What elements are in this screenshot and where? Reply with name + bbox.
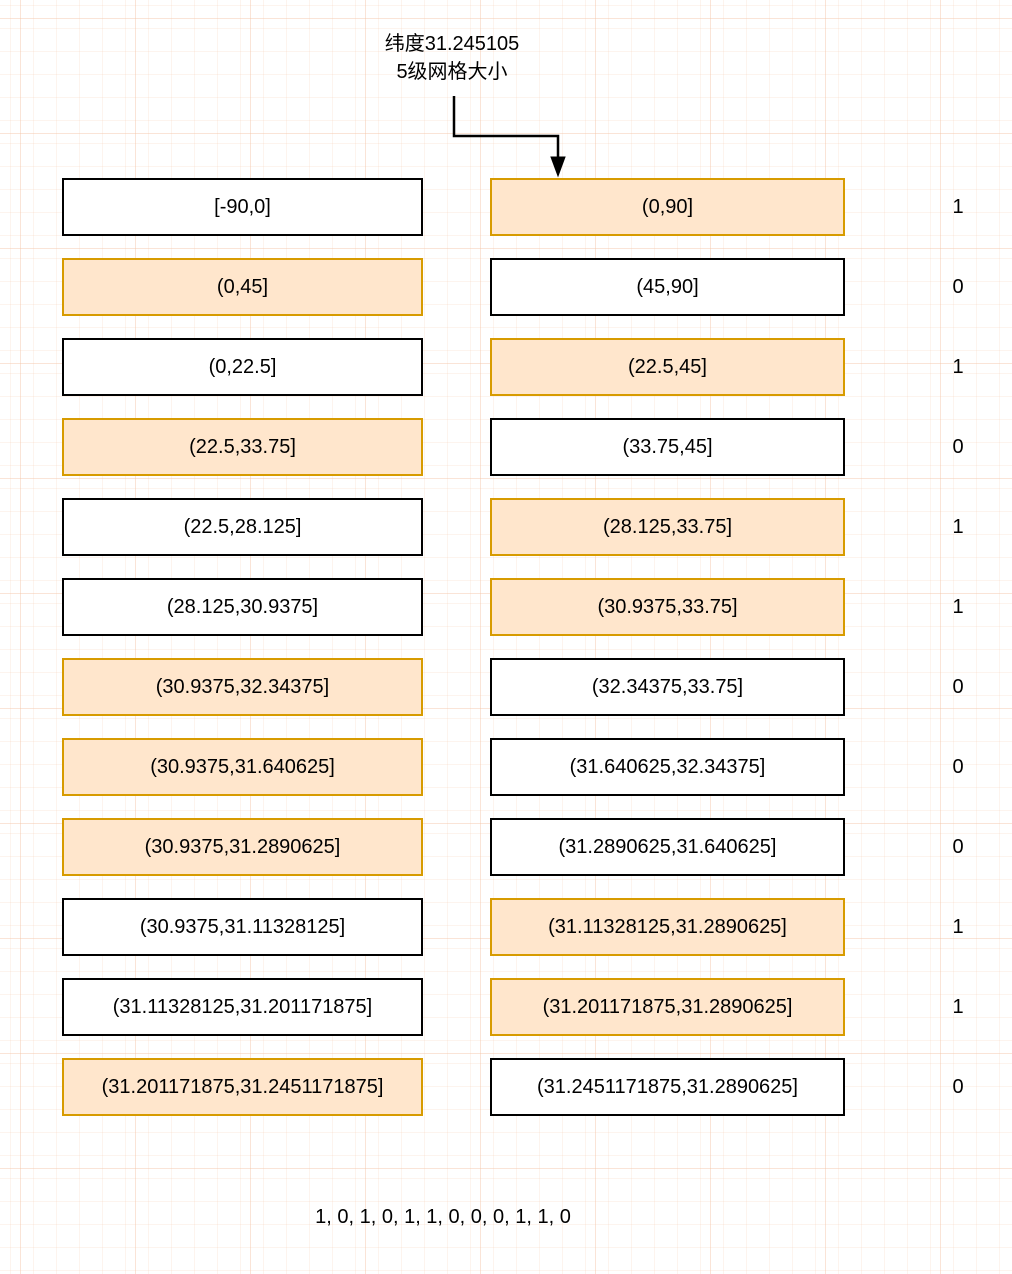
interval-box-right: (33.75,45] xyxy=(490,418,845,476)
interval-box-left: (30.9375,31.2890625] xyxy=(62,818,423,876)
bit-label: 1 xyxy=(952,195,964,218)
interval-rows: [-90,0] (0,90] 1 (0,45] (45,90] 0 (0,22.… xyxy=(0,178,1012,1138)
interval-row: (28.125,30.9375] (30.9375,33.75] 1 xyxy=(0,578,1012,636)
interval-box-right: (28.125,33.75] xyxy=(490,498,845,556)
bit-label: 1 xyxy=(952,355,964,378)
interval-row: (30.9375,31.2890625] (31.2890625,31.6406… xyxy=(0,818,1012,876)
interval-box-left: [-90,0] xyxy=(62,178,423,236)
interval-row: (30.9375,31.640625] (31.640625,32.34375]… xyxy=(0,738,1012,796)
interval-box-left: (30.9375,31.640625] xyxy=(62,738,423,796)
interval-box-left: (31.11328125,31.201171875] xyxy=(62,978,423,1036)
bit-label: 0 xyxy=(952,435,964,458)
interval-row: (30.9375,31.11328125] (31.11328125,31.28… xyxy=(0,898,1012,956)
interval-box-left: (0,22.5] xyxy=(62,338,423,396)
interval-box-left: (31.201171875,31.2451171875] xyxy=(62,1058,423,1116)
interval-box-right: (31.201171875,31.2890625] xyxy=(490,978,845,1036)
interval-box-right: (31.640625,32.34375] xyxy=(490,738,845,796)
arrowhead-icon xyxy=(550,156,566,178)
bit-label: 1 xyxy=(952,915,964,938)
bit-label: 0 xyxy=(952,1075,964,1098)
interval-box-left: (22.5,28.125] xyxy=(62,498,423,556)
interval-row: [-90,0] (0,90] 1 xyxy=(0,178,1012,236)
bit-label: 0 xyxy=(952,835,964,858)
interval-box-left: (0,45] xyxy=(62,258,423,316)
interval-box-right: (30.9375,33.75] xyxy=(490,578,845,636)
interval-row: (31.11328125,31.201171875] (31.201171875… xyxy=(0,978,1012,1036)
annotation-line-gridlevel: 5级网格大小 xyxy=(396,61,508,83)
interval-box-right: (31.2890625,31.640625] xyxy=(490,818,845,876)
interval-row: (22.5,33.75] (33.75,45] 0 xyxy=(0,418,1012,476)
bit-label: 1 xyxy=(952,995,964,1018)
interval-row: (30.9375,32.34375] (32.34375,33.75] 0 xyxy=(0,658,1012,716)
interval-box-right: (32.34375,33.75] xyxy=(490,658,845,716)
interval-box-left: (30.9375,31.11328125] xyxy=(62,898,423,956)
interval-box-left: (28.125,30.9375] xyxy=(62,578,423,636)
interval-box-right: (31.11328125,31.2890625] xyxy=(490,898,845,956)
interval-box-left: (30.9375,32.34375] xyxy=(62,658,423,716)
bit-label: 0 xyxy=(952,675,964,698)
bit-label: 1 xyxy=(952,515,964,538)
interval-row: (31.201171875,31.2451171875] (31.2451171… xyxy=(0,1058,1012,1116)
bit-sequence: 1, 0, 1, 0, 1, 1, 0, 0, 0, 1, 1, 0 xyxy=(315,1206,571,1228)
interval-box-right: (31.2451171875,31.2890625] xyxy=(490,1058,845,1116)
interval-box-right: (45,90] xyxy=(490,258,845,316)
interval-row: (0,45] (45,90] 0 xyxy=(0,258,1012,316)
interval-row: (22.5,28.125] (28.125,33.75] 1 xyxy=(0,498,1012,556)
annotation-line-latitude: 纬度31.245105 xyxy=(384,33,520,55)
interval-box-right: (22.5,45] xyxy=(490,338,845,396)
interval-box-right: (0,90] xyxy=(490,178,845,236)
annotation-title: 纬度31.245105 5级网格大小 xyxy=(327,30,577,86)
interval-row: (0,22.5] (22.5,45] 1 xyxy=(0,338,1012,396)
bit-label: 1 xyxy=(952,595,964,618)
bit-label: 0 xyxy=(952,755,964,778)
interval-box-left: (22.5,33.75] xyxy=(62,418,423,476)
bit-label: 0 xyxy=(952,275,964,298)
